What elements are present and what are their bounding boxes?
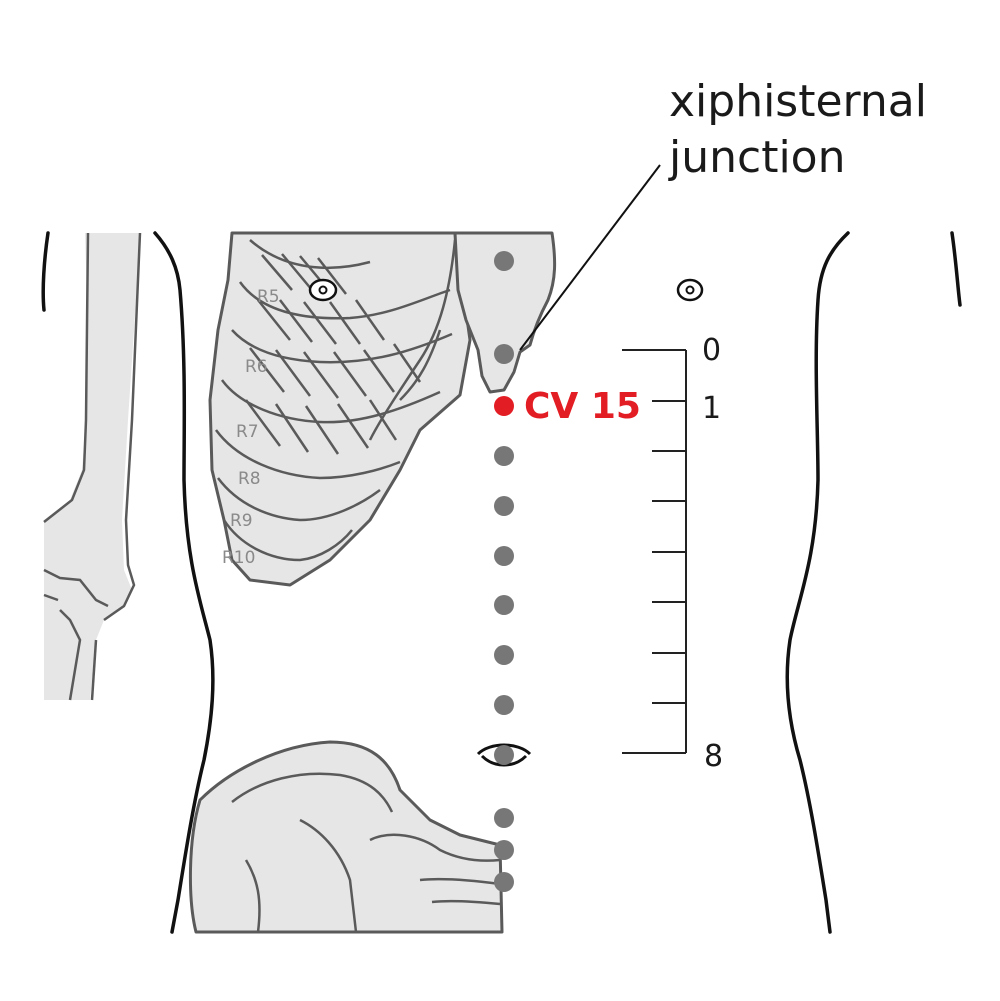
nipple-icon [308, 278, 338, 302]
rib-label: R7 [236, 422, 259, 442]
navel-icon [476, 743, 532, 767]
cv15-point [494, 396, 514, 416]
acupoint-dot [494, 808, 514, 828]
rib-label: R5 [257, 287, 280, 307]
acupoint-dot [494, 446, 514, 466]
conception-vessel-points [494, 251, 514, 892]
acupoint-dot [494, 344, 514, 364]
rib-label: R10 [222, 548, 255, 568]
annotation-line-1: xiphisternal [669, 76, 927, 127]
cun-scale [622, 349, 687, 754]
acupoint-dot [494, 251, 514, 271]
rib-label: R8 [238, 469, 261, 489]
rib-label: R9 [230, 511, 253, 531]
acupoint-dot [494, 496, 514, 516]
pelvis [188, 740, 504, 934]
scale-label-bottom: 8 [704, 739, 723, 774]
sternum [453, 231, 557, 394]
rib-cage [208, 231, 472, 587]
acupoint-dot [494, 872, 514, 892]
acupoint-dot [494, 546, 514, 566]
annotation-line-2: junction [668, 132, 845, 183]
nipple-icon [676, 278, 704, 302]
acupoint-dot [494, 645, 514, 665]
torso-outline [41, 231, 962, 934]
acupoint-dot [494, 695, 514, 715]
rib-label: R6 [245, 357, 268, 377]
scale-label-first: 1 [702, 391, 721, 426]
acupoint-dot [494, 840, 514, 860]
leader-line [519, 164, 661, 351]
left-arm-bones [43, 232, 142, 701]
point-label: CV 15 [524, 386, 641, 427]
scale-label-top: 0 [702, 333, 721, 368]
acupoint-dot [494, 595, 514, 615]
